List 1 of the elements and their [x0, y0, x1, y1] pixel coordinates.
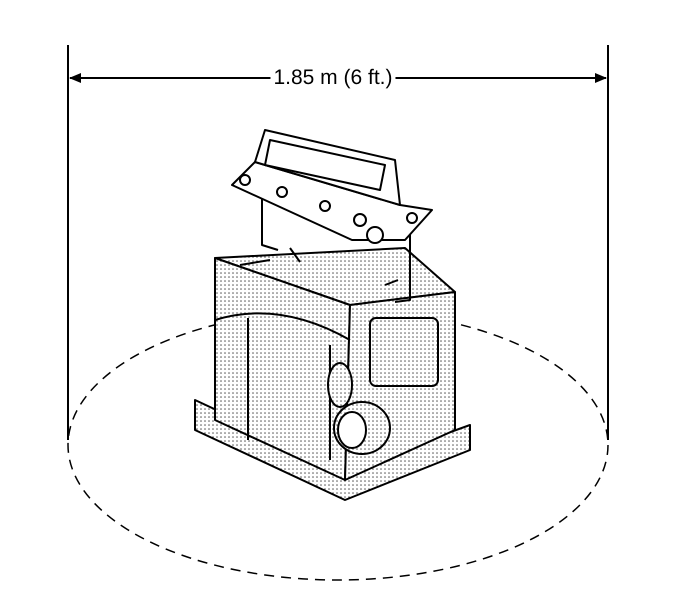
- dimension-label: 1.85 m (6 ft.): [270, 66, 396, 90]
